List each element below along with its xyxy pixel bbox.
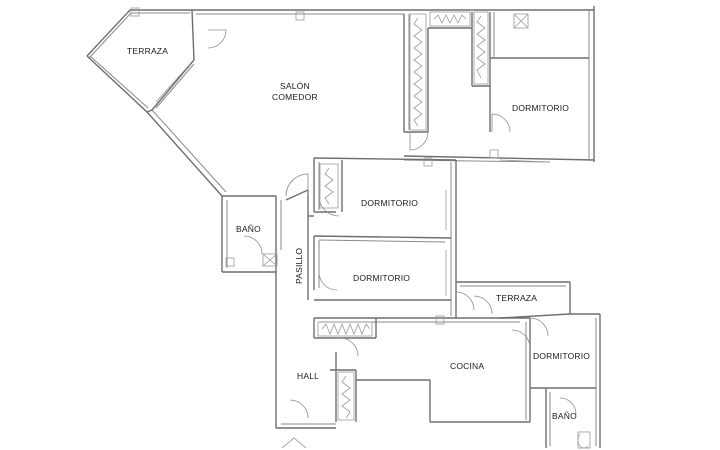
label-dormitorio-2: DORMITORIO xyxy=(361,198,418,208)
label-salon: SALÓN xyxy=(280,81,310,91)
label-cocina: COCINA xyxy=(450,361,484,371)
label-dormitorio-3: DORMITORIO xyxy=(353,273,410,283)
label-bano-1: BAÑO xyxy=(236,224,261,234)
label-bano-2: BAÑO xyxy=(552,411,577,421)
label-comedor: COMEDOR xyxy=(272,92,318,102)
room-labels: TERRAZA SALÓN COMEDOR DORMITORIO DORMITO… xyxy=(127,46,590,421)
label-terraza-2: TERRAZA xyxy=(496,293,537,303)
label-dormitorio-1: DORMITORIO xyxy=(512,103,569,113)
label-hall: HALL xyxy=(297,371,319,381)
doors xyxy=(207,29,577,449)
label-dormitorio-4: DORMITORIO xyxy=(533,351,590,361)
label-terraza-1: TERRAZA xyxy=(127,46,168,56)
walls xyxy=(86,6,601,448)
fixtures xyxy=(130,7,591,449)
label-pasillo: PASILLO xyxy=(294,248,304,284)
